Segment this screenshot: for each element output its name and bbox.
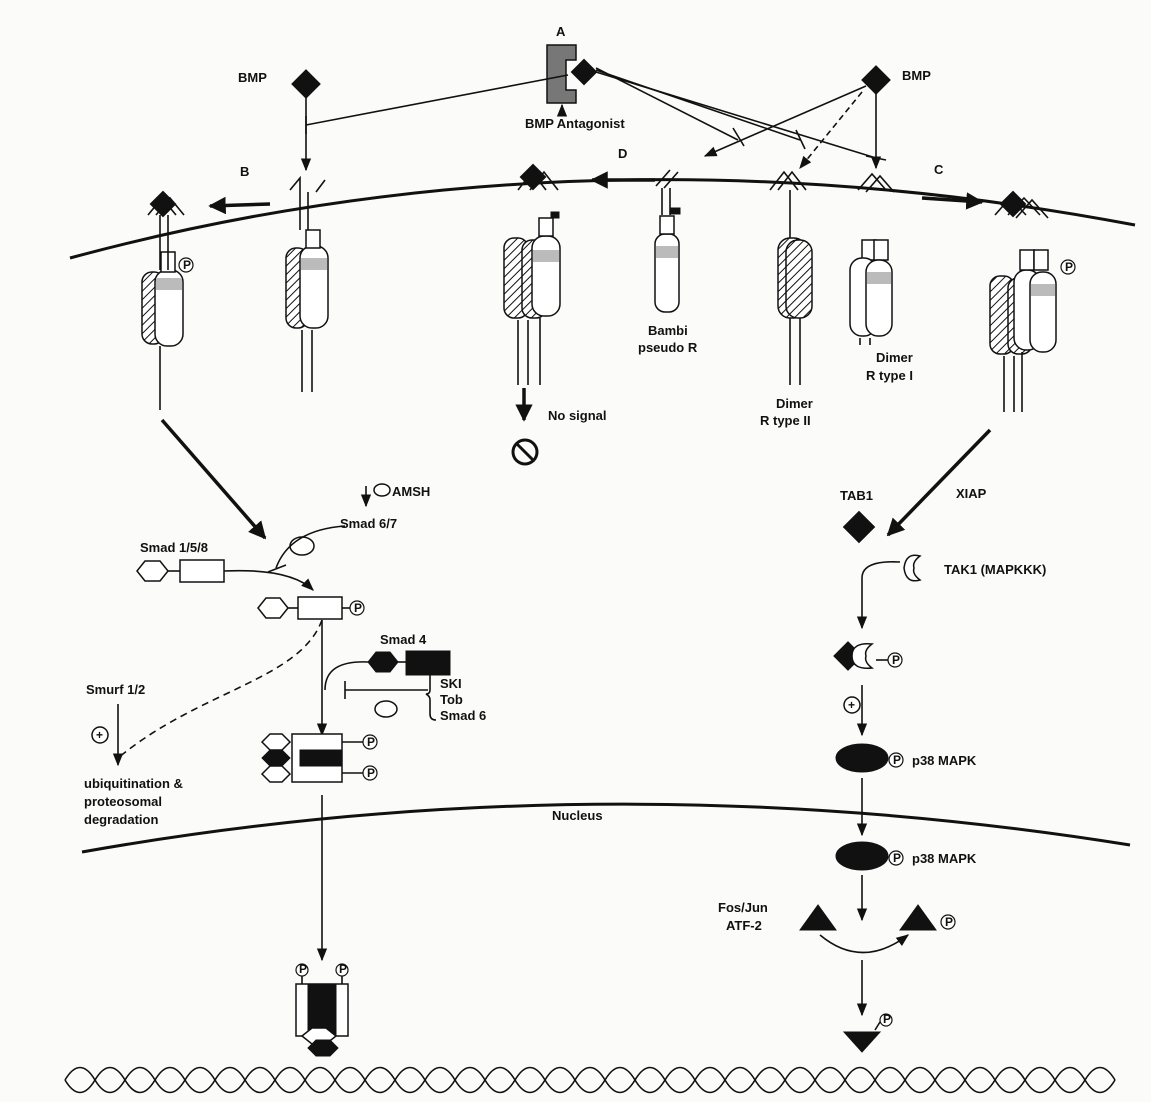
label-b: B xyxy=(240,164,249,179)
label-amsh: AMSH xyxy=(392,484,430,499)
label-dimer-r1-1: Dimer xyxy=(876,350,913,365)
label-tob: Tob xyxy=(440,692,463,707)
cell-membrane xyxy=(70,180,1135,258)
label-c: C xyxy=(934,162,944,177)
label-p38-2: p38 MAPK xyxy=(912,851,977,866)
label-bambi-1: Bambi xyxy=(648,323,688,338)
svg-text:P: P xyxy=(367,735,375,749)
label-bmp-antagonist: BMP Antagonist xyxy=(525,116,625,131)
label-nucleus: Nucleus xyxy=(552,808,603,823)
label-smad6: Smad 6 xyxy=(440,708,486,723)
label-smad158: Smad 1/5/8 xyxy=(140,540,208,555)
svg-text:P: P xyxy=(1065,260,1073,274)
label-plus-smurf: + xyxy=(96,728,103,742)
nuclear-membrane xyxy=(82,804,1130,852)
nuclear-smad-complex: P P xyxy=(296,962,348,1056)
label-no-signal: No signal xyxy=(548,408,607,423)
label-dimer-r1-2: R type I xyxy=(866,368,913,383)
dimer-receptor-type-i xyxy=(850,174,894,345)
label-fosjun-2: ATF-2 xyxy=(726,918,762,933)
label-smad67: Smad 6/7 xyxy=(340,516,397,531)
label-ubiq-1: ubiquitination & xyxy=(84,776,183,791)
bmp-left-diamond xyxy=(292,70,320,98)
bambi-pseudo-receptor xyxy=(655,170,680,312)
label-tak1: TAK1 (MAPKKK) xyxy=(944,562,1046,577)
svg-text:P: P xyxy=(893,753,901,767)
label-smad4: Smad 4 xyxy=(380,632,427,647)
svg-text:P: P xyxy=(945,915,953,929)
label-plus-mapk: + xyxy=(848,698,855,712)
svg-text:P: P xyxy=(883,1012,891,1026)
mapk-pathway: P P P P P xyxy=(800,511,955,1052)
bmp-antagonist-shape xyxy=(547,45,597,103)
svg-text:P: P xyxy=(893,851,901,865)
receptor-complex-b: P xyxy=(142,191,193,410)
label-bambi-2: pseudo R xyxy=(638,340,698,355)
label-dimer-r2-1: Dimer xyxy=(776,396,813,411)
svg-text:P: P xyxy=(354,601,362,615)
label-ski: SKI xyxy=(440,676,462,691)
label-dimer-r2-2: R type II xyxy=(760,413,811,428)
receptor-complex-c: P xyxy=(990,191,1075,412)
label-a: A xyxy=(556,24,566,39)
label-smurf: Smurf 1/2 xyxy=(86,682,145,697)
dna-helix xyxy=(65,1068,1115,1093)
label-ubiq-3: degradation xyxy=(84,812,158,827)
svg-text:P: P xyxy=(367,766,375,780)
label-tab1: TAB1 xyxy=(840,488,873,503)
dimer-receptor-type-ii xyxy=(770,172,812,385)
smad-pathway: P P P P P xyxy=(92,484,450,1056)
label-ubiq-2: proteosomal xyxy=(84,794,162,809)
svg-text:P: P xyxy=(183,258,191,272)
label-bmp-right: BMP xyxy=(902,68,931,83)
label-fosjun-1: Fos/Jun xyxy=(718,900,768,915)
svg-text:P: P xyxy=(339,962,347,976)
label-bmp-left: BMP xyxy=(238,70,267,85)
label-d: D xyxy=(618,146,627,161)
label-xiap: XIAP xyxy=(956,486,987,501)
svg-text:P: P xyxy=(892,653,900,667)
svg-text:P: P xyxy=(299,962,307,976)
label-p38-1: p38 MAPK xyxy=(912,753,977,768)
